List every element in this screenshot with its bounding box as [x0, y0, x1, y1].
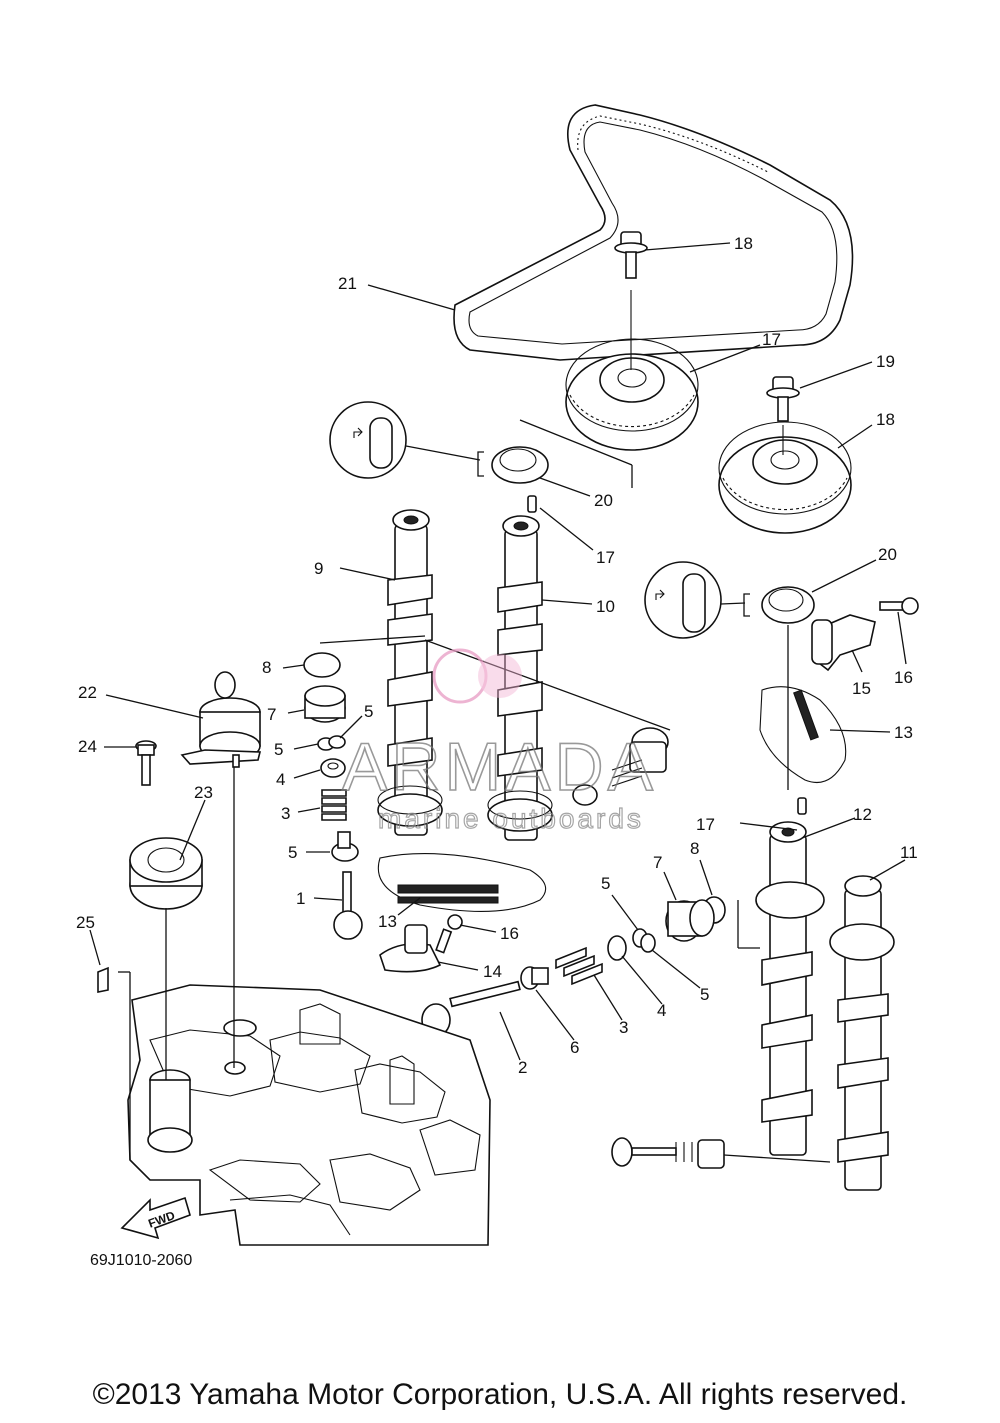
callout-13b: 13 — [894, 723, 913, 742]
cylinder-head-block — [127, 984, 491, 1246]
belt-tensioner[interactable] — [180, 671, 262, 768]
pulley-bolt-upper[interactable] — [614, 231, 648, 370]
diagram-code: 69J1010-2060 — [90, 1252, 193, 1269]
callout-3a: 3 — [281, 804, 290, 823]
callout-23: 23 — [194, 783, 213, 802]
callout-1: 1 — [296, 889, 305, 908]
fwd-arrow: FWD — [120, 1196, 191, 1240]
crankshaft-pulley[interactable] — [129, 837, 203, 910]
callout-25: 25 — [76, 913, 95, 932]
woodruff-key[interactable] — [97, 966, 109, 993]
dowel-pin-upper[interactable] — [527, 495, 537, 513]
tensioner-bolt-right[interactable] — [879, 597, 919, 615]
camshaft-right-12[interactable] — [755, 821, 825, 1156]
oil-seal-upper[interactable] — [491, 419, 633, 488]
callout-5c: 5 — [700, 985, 709, 1004]
camshaft-pulley-upper[interactable] — [565, 338, 699, 451]
valve-assembly-detail — [319, 635, 671, 806]
callout-16a: 16 — [500, 924, 519, 943]
callout-12: 12 — [853, 805, 872, 824]
tensioner-bolt-left[interactable] — [435, 914, 463, 954]
callout-20a: 20 — [594, 491, 613, 510]
callout-6b: 6 — [570, 1038, 579, 1057]
timing-chain-right[interactable] — [759, 686, 847, 784]
callout-18a: 17 — [762, 330, 781, 349]
callout-10: 10 — [596, 597, 615, 616]
oil-seal-detail-lower — [644, 561, 750, 639]
callout-4b: 4 — [657, 1001, 666, 1020]
timing-belt[interactable] — [453, 104, 854, 361]
callout-24: 24 — [78, 737, 97, 756]
callout-2: 2 — [518, 1058, 527, 1077]
callout-11: 11 — [900, 843, 918, 862]
callout-8a: 8 — [262, 658, 271, 677]
valve-assembly-lower-right — [611, 1137, 831, 1169]
callout-4a: 4 — [276, 770, 285, 789]
dowel-pin-lower[interactable] — [797, 797, 807, 815]
valve-left[interactable] — [333, 871, 363, 940]
watermark: ARMADA marine outboards — [341, 648, 657, 835]
alignment-lines — [118, 625, 789, 1160]
callout-20b: 20 — [878, 545, 897, 564]
valve-cotter-left[interactable] — [317, 735, 346, 751]
valve-retainer-right[interactable] — [607, 935, 627, 961]
valve-spring-left[interactable] — [321, 789, 347, 821]
callout-22: 22 — [78, 683, 97, 702]
callout-9: 9 — [314, 559, 323, 578]
valve-lifter-left[interactable] — [304, 685, 346, 723]
chain-tensioner-left[interactable] — [379, 924, 442, 973]
callout-6a: 5 — [288, 843, 297, 862]
callout-14: 14 — [483, 962, 502, 981]
callout-3b: 3 — [619, 1018, 628, 1037]
camshaft-right-11[interactable] — [829, 875, 895, 1191]
callout-17a: 17 — [596, 548, 615, 567]
callout-5e: 5 — [601, 874, 610, 893]
valve-spring-right[interactable] — [555, 946, 603, 986]
valve-pad-left[interactable] — [303, 652, 341, 678]
camshaft-pulley-lower[interactable] — [718, 421, 852, 534]
camshaft-center[interactable] — [487, 515, 553, 841]
callout-7a: 7 — [267, 705, 276, 724]
callout-21: 21 — [338, 274, 357, 293]
callout-5b: 5 — [274, 740, 283, 759]
exploded-parts-diagram: FWD ARMADA marine outboards — [76, 104, 919, 1246]
valve-seat-right[interactable] — [520, 966, 549, 990]
watermark-tagline: marine outboards — [378, 803, 644, 834]
valve-right[interactable] — [421, 980, 521, 1037]
callout-7b: 7 — [653, 853, 662, 872]
watermark-brand: ARMADA — [342, 729, 657, 805]
callout-17c: 17 — [696, 815, 715, 834]
oil-seal-lower[interactable] — [761, 586, 815, 624]
leader-lines — [89, 242, 907, 1061]
callout-19a: 18 — [734, 234, 753, 253]
callout-16b: 16 — [894, 668, 913, 687]
valve-cotter-right[interactable] — [632, 928, 656, 953]
callout-19b: 19 — [876, 352, 895, 371]
timing-chain-left[interactable] — [377, 853, 547, 912]
callout-13a: 13 — [378, 912, 397, 931]
valve-lifter-right[interactable] — [665, 899, 715, 942]
callout-labels: 21 18 17 19 18 20 20 17 9 10 8 7 5 5 4 3… — [76, 234, 918, 1077]
valve-seat-left[interactable] — [331, 831, 359, 862]
copyright-notice: ©2013 Yamaha Motor Corporation, U.S.A. A… — [92, 1378, 908, 1411]
callout-15: 15 — [852, 679, 871, 698]
tensioner-bolt[interactable] — [135, 740, 157, 786]
oil-seal-detail-upper — [329, 401, 484, 479]
callout-18b: 18 — [876, 410, 895, 429]
chain-tensioner-right[interactable] — [811, 614, 876, 672]
callout-8b: 8 — [690, 839, 699, 858]
callout-5a: 5 — [364, 702, 373, 721]
pulley-bolt-lower[interactable] — [766, 376, 800, 455]
valve-retainer-left[interactable] — [320, 758, 346, 778]
